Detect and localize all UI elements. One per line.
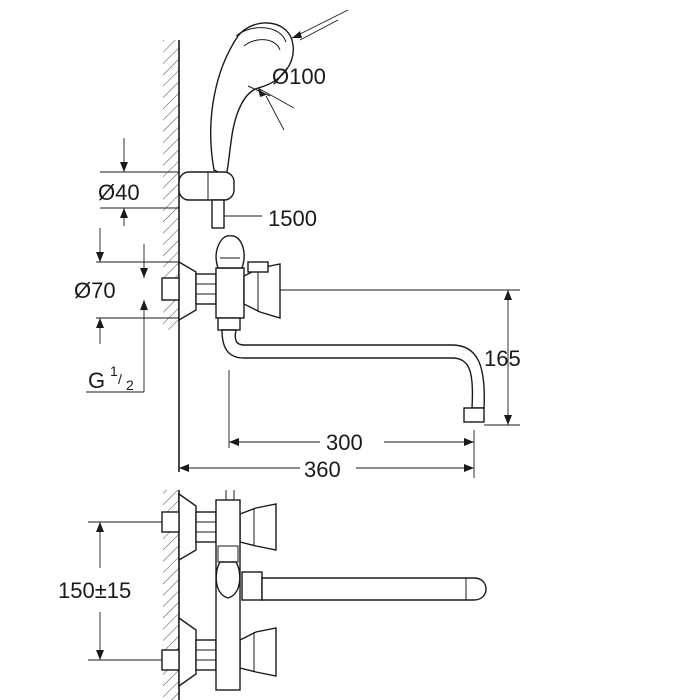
- label-thread-numerator: 1: [110, 363, 118, 379]
- dimension-300: [228, 370, 475, 478]
- wall-top-view: [163, 40, 180, 472]
- label-360: 360: [304, 457, 341, 482]
- label-d70: Ø70: [74, 278, 116, 303]
- dimension-165: [280, 289, 520, 426]
- hand-shower: [210, 22, 294, 177]
- dimension-d70: [96, 228, 179, 392]
- lower-connector-front: [161, 616, 277, 688]
- spout-front: [261, 577, 487, 601]
- upper-connector-front: [161, 492, 277, 562]
- label-thread-denominator: 2: [126, 377, 134, 393]
- label-300: 300: [326, 430, 363, 455]
- label-hose-length: 1500: [268, 206, 317, 231]
- label-150: 150±15: [58, 578, 131, 603]
- dimension-d40: [100, 138, 179, 226]
- label-thread-g: G: [88, 368, 105, 393]
- label-thread-slash: /: [118, 371, 122, 387]
- shower-wall-holder: [178, 171, 235, 229]
- dimension-d100: [257, 9, 349, 131]
- mixer-body-top-view: [161, 235, 281, 331]
- label-165: 165: [484, 346, 521, 371]
- dimension-150: [88, 521, 162, 661]
- label-d40: Ø40: [98, 180, 140, 205]
- mixer-body-front: [215, 490, 263, 691]
- label-d100: Ø100: [272, 64, 326, 89]
- dimension-360: [179, 464, 474, 472]
- spout-top-view: [221, 329, 485, 423]
